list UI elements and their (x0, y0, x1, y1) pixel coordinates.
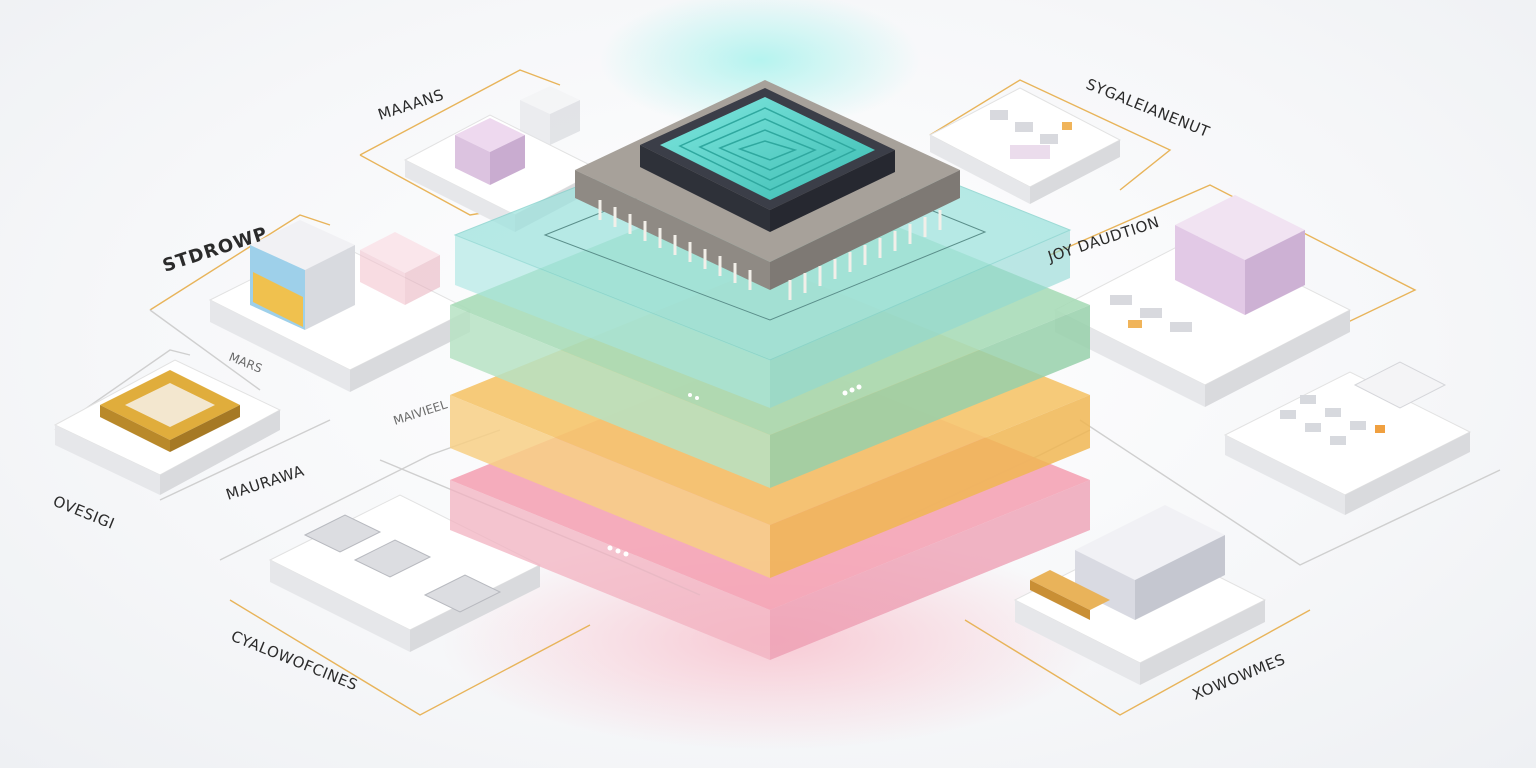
drive-module (1075, 505, 1225, 620)
small-components-ur (1110, 295, 1192, 332)
platform-top-left (403, 86, 602, 232)
platform-upper-left (208, 220, 472, 392)
connector-top-right (929, 79, 1172, 191)
lilac-module (455, 118, 525, 185)
cpu-die-left (640, 145, 770, 232)
platform-bottom-left (268, 494, 542, 652)
usb-stick (1030, 570, 1110, 620)
connector-top-left (359, 69, 561, 156)
platform-left (53, 359, 282, 495)
connector-bottom-right (964, 609, 1311, 716)
gold-chip (100, 370, 240, 452)
connector-bottom-left (229, 599, 591, 716)
platform-upper-right (1053, 195, 1352, 407)
label-left: OVESIGI (51, 492, 118, 533)
connector-left (54, 349, 191, 431)
ghost-module (520, 86, 580, 145)
indicator-dots (607, 384, 862, 557)
platform-top-right (928, 87, 1122, 204)
cpu-die-right (770, 150, 895, 232)
connector-upper-left (149, 214, 331, 311)
cpu-die-rings (678, 107, 857, 191)
pink-ghost-module (360, 232, 440, 305)
memory-modules (303, 514, 502, 613)
platform-bottom-right (1013, 505, 1267, 685)
connector-upper-right (1049, 184, 1417, 346)
grid-components-r (1280, 395, 1385, 445)
cpu-body-right (770, 170, 960, 290)
connector-upper-left-2 (149, 309, 261, 391)
lilac-server-module (1175, 195, 1305, 315)
tray-module (1353, 361, 1447, 409)
label-top-left: MAAANS (376, 86, 447, 124)
label-bottom-right: XOWOWMES (1190, 650, 1288, 704)
platform-right (1223, 361, 1472, 515)
small-components-tr (990, 110, 1072, 159)
label-left-small-2: MAURAWA (224, 462, 307, 504)
label-bottom-left: CYALOWOFCINES (229, 627, 361, 694)
connector-right (1079, 419, 1501, 566)
label-left-small-3: MAIVIEEL (392, 397, 450, 428)
connector-left-2 (159, 419, 331, 501)
cpu-pins (598, 200, 942, 300)
top-glow (600, 0, 920, 130)
cpu-chip (575, 80, 960, 300)
label-left-small-1: MARS (227, 350, 264, 376)
storage-module (250, 220, 355, 330)
cpu-die (660, 97, 875, 200)
